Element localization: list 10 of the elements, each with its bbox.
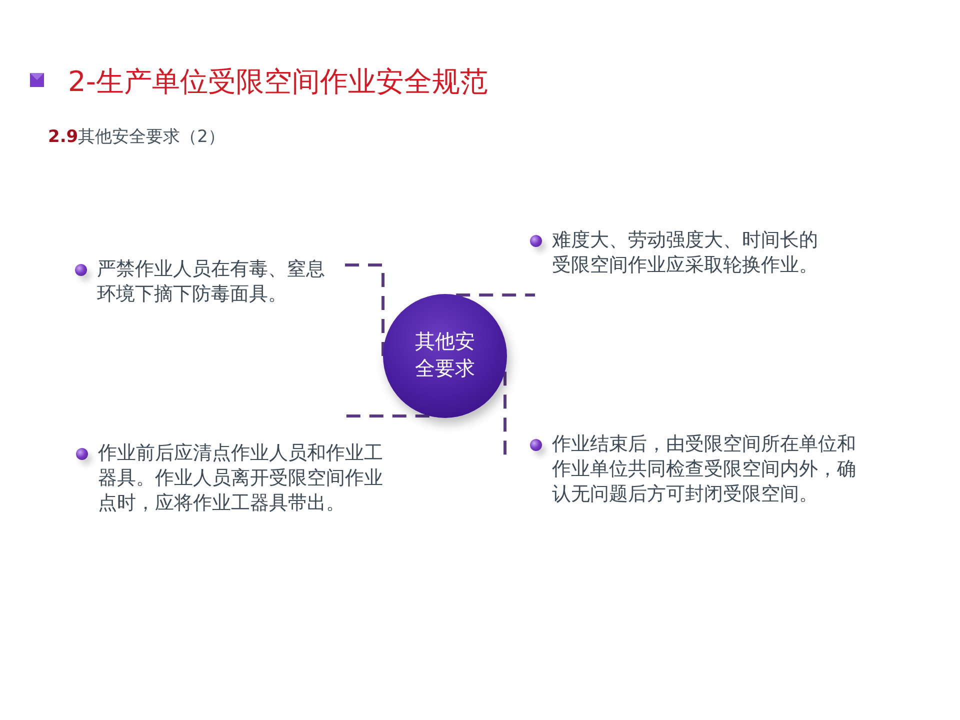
dashed-connector bbox=[345, 264, 384, 356]
section-heading: 2.9其他安全要求（2） bbox=[48, 126, 225, 148]
item-text: 作业结束后，由受限空间所在单位和作业单位共同检查受限空间内外，确认无问题后方可封闭受限空间。 bbox=[552, 432, 857, 507]
dashed-connector bbox=[456, 294, 535, 296]
page-title: 2-生产单位受限空间作业安全规范 bbox=[68, 64, 488, 100]
circle-badge: 其他安全要求 bbox=[383, 294, 507, 418]
item-text: 作业前后应清点作业人员和作业工器具。作业人员离开受限空间作业点时，应将作业工器具带出。 bbox=[98, 441, 384, 516]
item-text: 难度大、劳动强度大、时间长的受限空间作业应采取轮换作业。 bbox=[552, 228, 819, 278]
dashed-connector bbox=[504, 372, 506, 455]
item-text: 严禁作业人员在有毒、窒息环境下摘下防毒面具。 bbox=[97, 257, 326, 307]
